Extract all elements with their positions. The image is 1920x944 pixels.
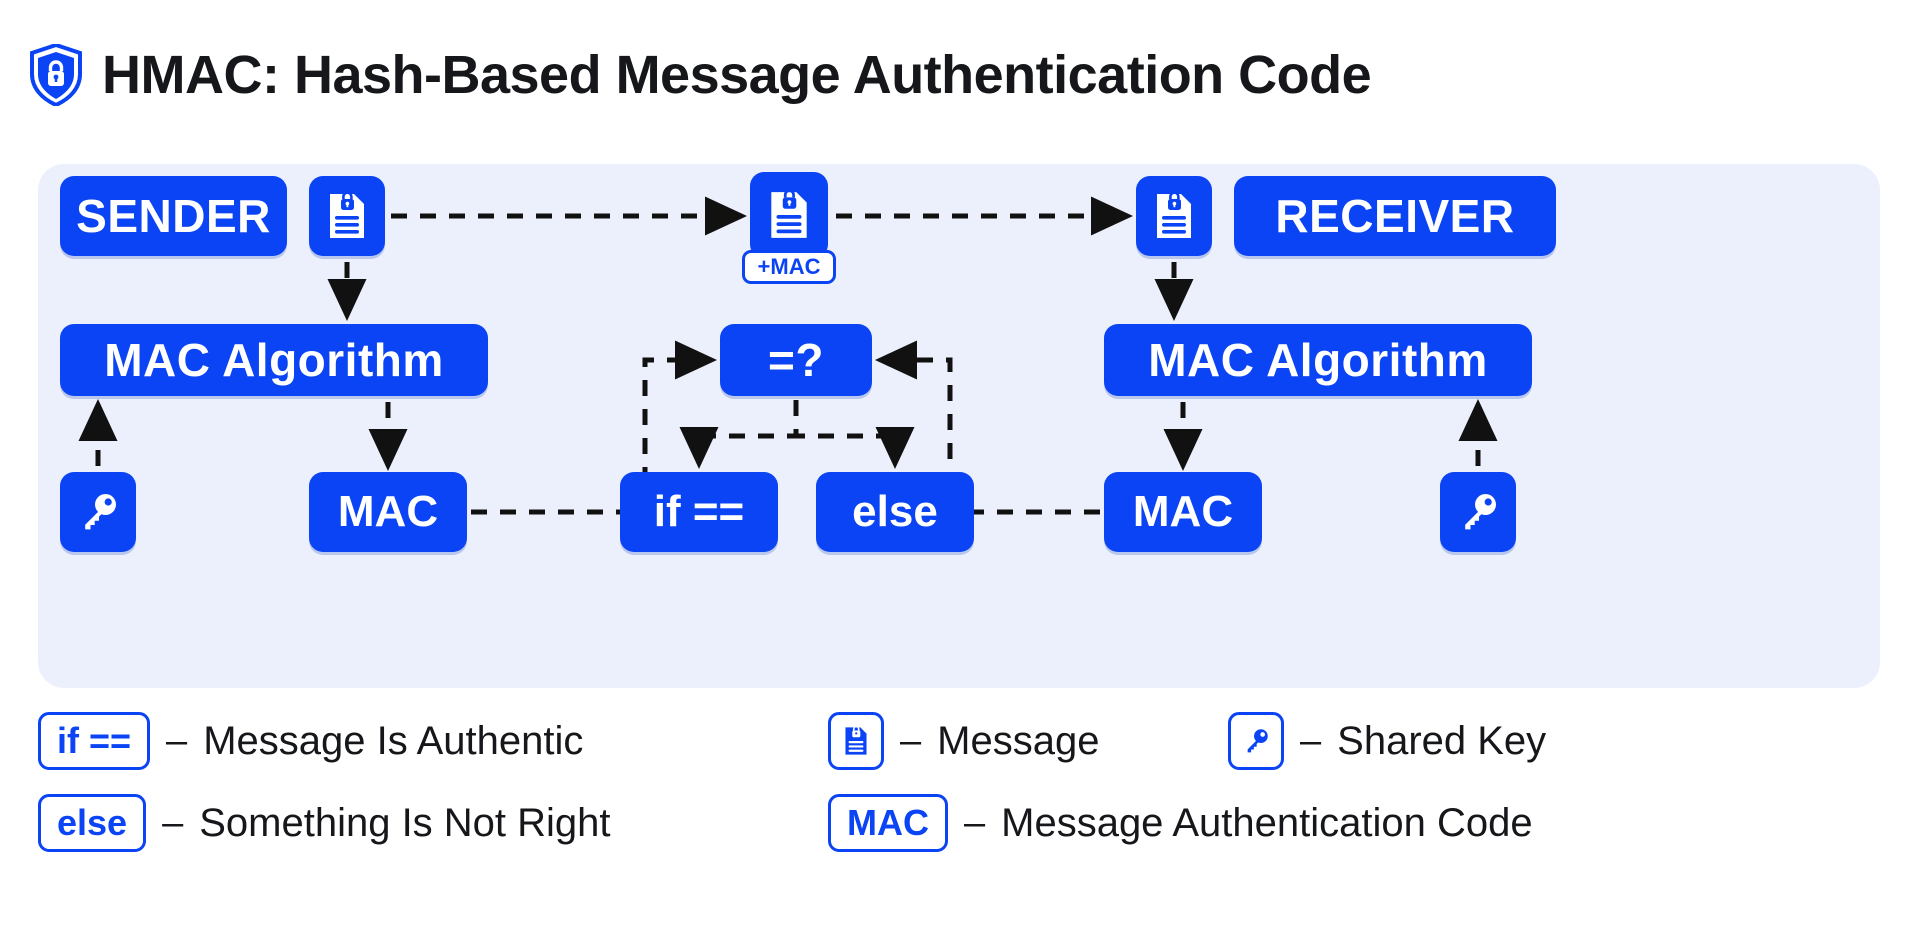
- shield-lock-icon: [30, 44, 82, 106]
- legend-dash: –: [162, 802, 184, 844]
- node-receiver-label: RECEIVER: [1275, 190, 1515, 242]
- node-message-sender[interactable]: [309, 176, 385, 256]
- key-icon: [1465, 494, 1496, 530]
- node-else-label: else: [852, 487, 938, 536]
- node-compare-label: =?: [768, 334, 824, 386]
- legend-chip-else: else: [38, 794, 147, 852]
- message-document-icon: [330, 191, 364, 238]
- node-message-in-transit[interactable]: [750, 172, 828, 258]
- message-document-icon: [845, 725, 867, 755]
- node-sender-label: SENDER: [76, 190, 271, 242]
- legend-dash: –: [1300, 720, 1322, 762]
- node-mac-algorithm-sender-label: MAC Algorithm: [104, 334, 444, 386]
- connector-layer: [78, 196, 1498, 515]
- legend-description-shared-key: Shared Key: [1337, 718, 1547, 763]
- legend-description-if-equal: Message Is Authentic: [203, 718, 584, 763]
- legend-item-shared-key: – Shared Key: [1228, 712, 1546, 770]
- legend-chip-message: [828, 712, 884, 770]
- legend-description-else: Something Is Not Right: [199, 800, 611, 845]
- page-title: HMAC: Hash-Based Message Authentication …: [102, 45, 1372, 105]
- node-key-sender[interactable]: [60, 472, 136, 552]
- node-if-equal[interactable]: if ==: [620, 472, 778, 552]
- page-header: HMAC: Hash-Based Message Authentication …: [28, 32, 1372, 118]
- node-mac-algorithm-sender[interactable]: MAC Algorithm: [60, 324, 488, 396]
- node-sender[interactable]: SENDER: [60, 176, 287, 256]
- legend-item-else: else – Something Is Not Right: [38, 794, 611, 852]
- node-receiver[interactable]: RECEIVER: [1234, 176, 1556, 256]
- legend-chip-mac: MAC: [828, 794, 948, 852]
- node-mac-receiver[interactable]: MAC: [1104, 472, 1262, 552]
- node-compare[interactable]: =?: [720, 324, 872, 396]
- legend-chip-if-equal: if ==: [38, 712, 151, 770]
- key-icon: [1247, 729, 1268, 753]
- key-icon: [85, 494, 116, 530]
- legend-dash: –: [900, 720, 922, 762]
- transit-mac-badge: +MAC: [742, 250, 836, 284]
- legend-description-message: Message: [937, 718, 1100, 763]
- node-message-receiver[interactable]: [1136, 176, 1212, 256]
- legend-dash: –: [963, 802, 986, 844]
- legend-item-message: – Message: [828, 712, 1099, 770]
- legend-dash: –: [166, 720, 188, 762]
- node-mac-sender[interactable]: MAC: [309, 472, 467, 552]
- message-document-icon: [1157, 191, 1191, 238]
- edge-mac-s-to-compare: [471, 340, 717, 515]
- legend: if == – Message Is Authentic else – Some…: [38, 712, 1888, 922]
- node-mac-algorithm-receiver[interactable]: MAC Algorithm: [1104, 324, 1532, 396]
- node-mac-sender-label: MAC: [337, 487, 439, 536]
- legend-item-if-equal: if == – Message Is Authentic: [38, 712, 583, 770]
- legend-item-mac: MAC – Message Authentication Code: [828, 794, 1533, 852]
- legend-description-mac: Message Authentication Code: [1001, 800, 1533, 845]
- edge-compare-to-else: [793, 400, 915, 469]
- node-else[interactable]: else: [816, 472, 974, 552]
- node-mac-algorithm-receiver-label: MAC Algorithm: [1148, 334, 1488, 386]
- diagram-panel: SENDER: [38, 164, 1880, 688]
- message-document-icon: [771, 189, 807, 238]
- node-key-receiver[interactable]: [1440, 472, 1516, 552]
- node-mac-receiver-label: MAC: [1132, 487, 1234, 536]
- legend-chip-shared-key: [1228, 712, 1284, 770]
- edge-compare-to-if: [679, 400, 799, 469]
- node-if-equal-label: if ==: [653, 487, 745, 536]
